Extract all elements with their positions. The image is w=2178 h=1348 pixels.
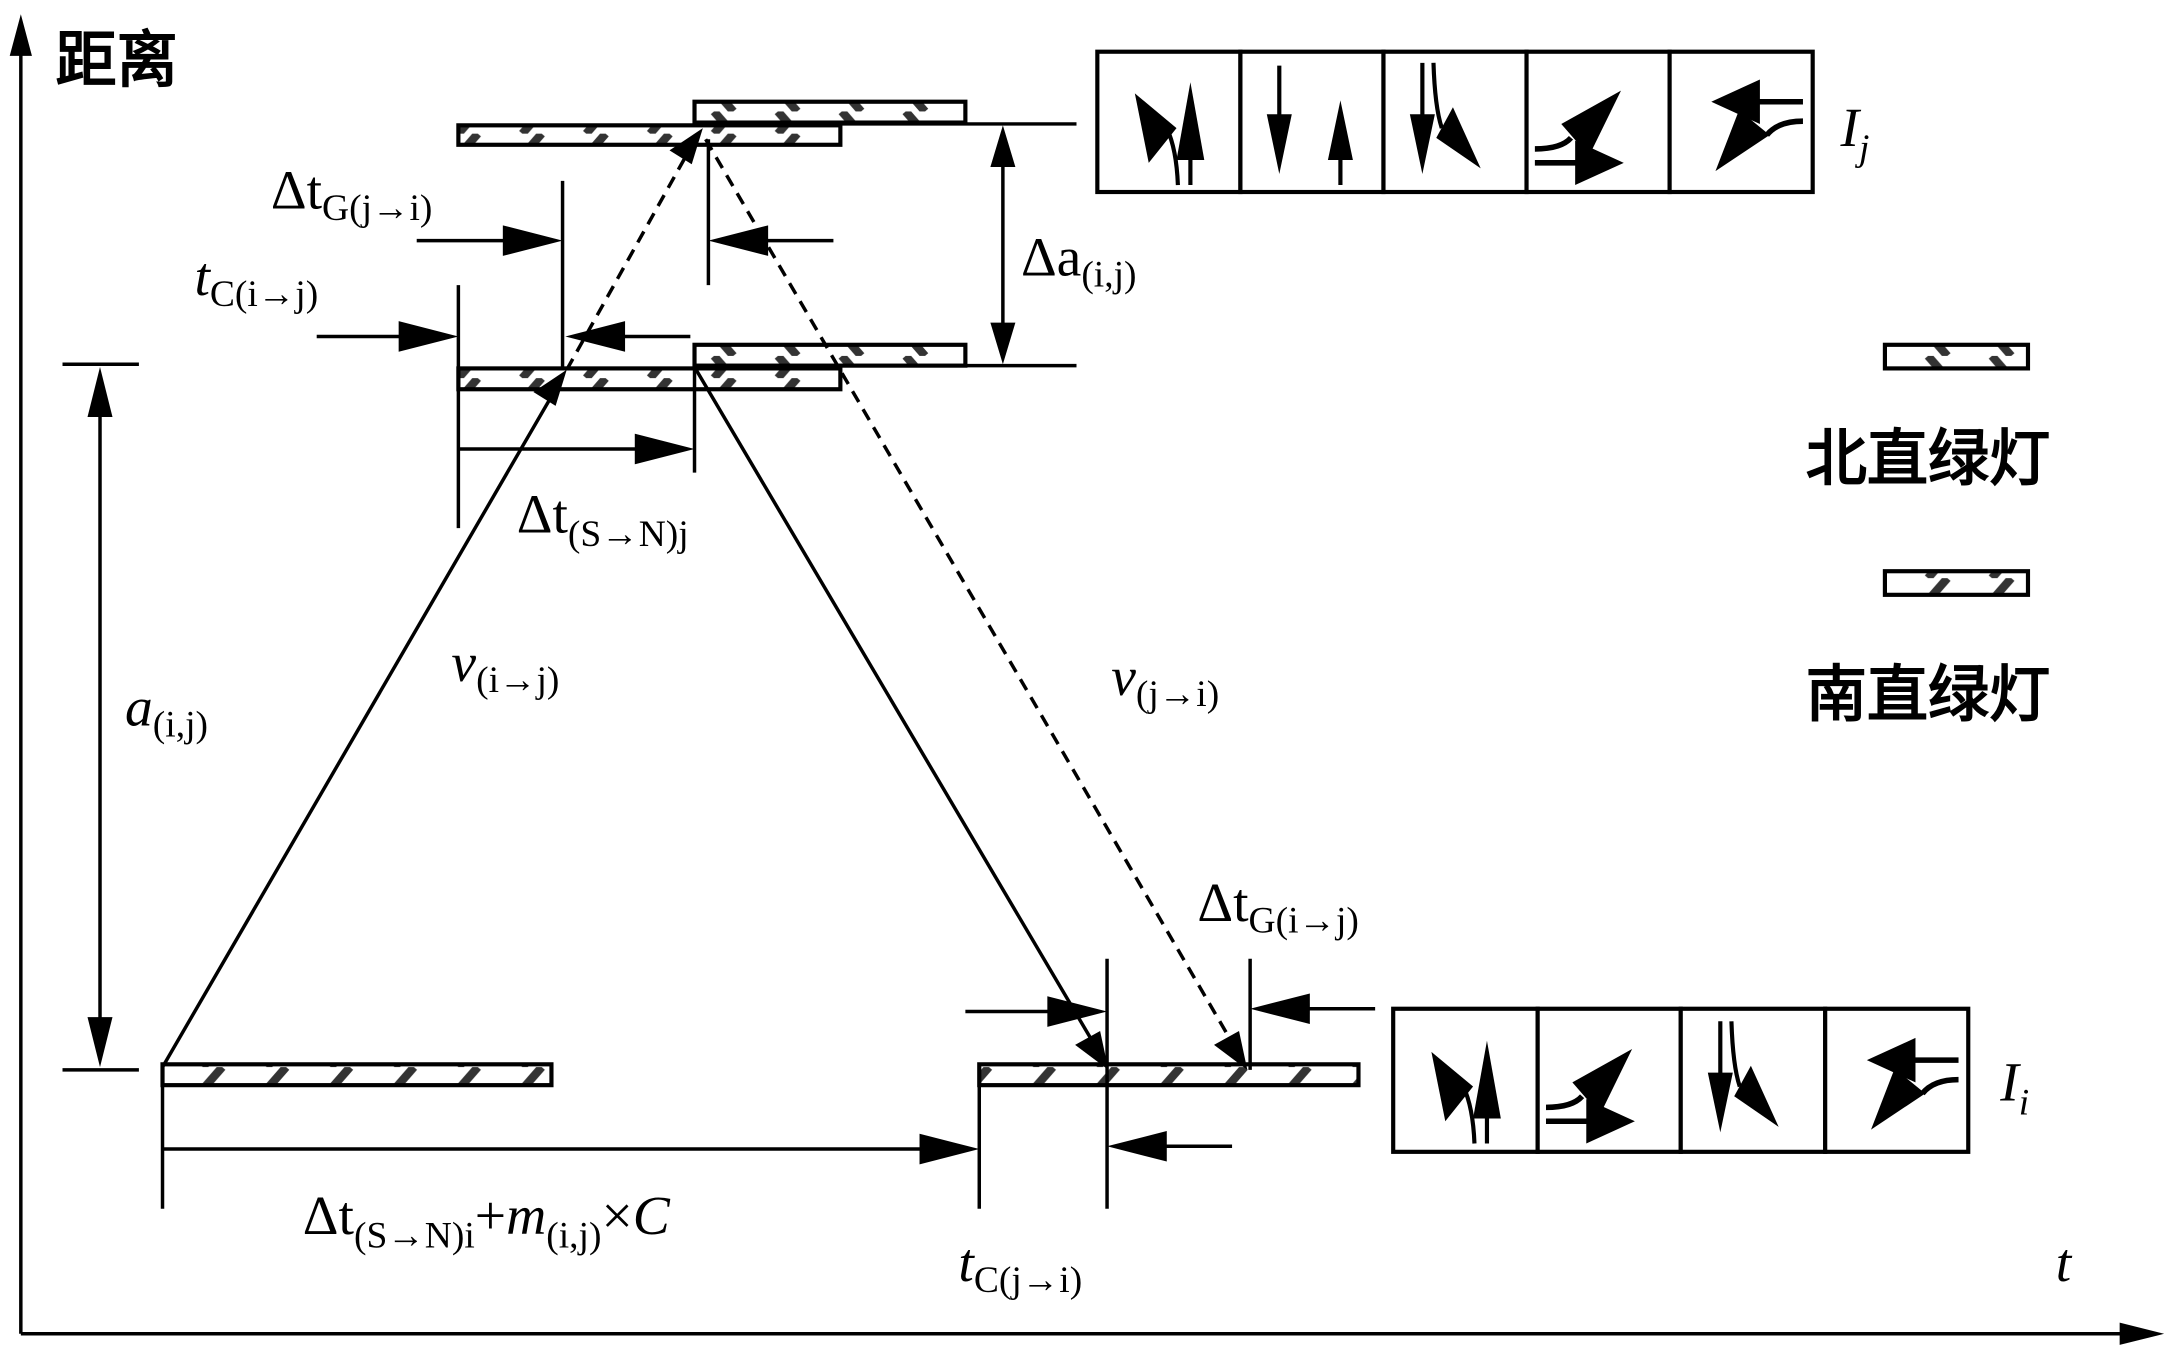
legend-north-swatch xyxy=(1882,342,2031,371)
south-green-bar-mid xyxy=(456,366,843,392)
label-offset: Δt(S→N)i+m(i,j)×C xyxy=(303,1185,671,1257)
legend-south-swatch xyxy=(1882,569,2031,597)
legend: 北直绿灯 南直绿灯 xyxy=(1806,342,2050,731)
label-a-ij: a(i,j) xyxy=(125,676,208,745)
phase-sequence-ii xyxy=(1391,1006,1971,1154)
y-axis-label: 距离 xyxy=(56,25,178,96)
phase-sequence-ij xyxy=(1095,49,1815,195)
x-axis-label: t xyxy=(2056,1232,2073,1294)
label-v-ij: v(i→j) xyxy=(451,632,559,701)
a-ij-dimension xyxy=(62,362,139,1072)
y-axis xyxy=(9,14,32,1334)
legend-north-label: 北直绿灯 xyxy=(1806,424,2050,495)
label-dtsn-j: Δt(S→N)j xyxy=(517,483,689,555)
label-dtg-ij: ΔtG(i→j) xyxy=(1197,872,1359,941)
trajectory-i-to-j xyxy=(161,128,703,1068)
intersection-i-label: Ii xyxy=(1999,1051,2029,1123)
label-da-ij: Δa(i,j) xyxy=(1021,226,1137,295)
y-axis-arrow-icon xyxy=(9,14,32,56)
x-axis-arrow-icon xyxy=(2119,1322,2165,1345)
legend-south-label: 南直绿灯 xyxy=(1806,660,2050,731)
north-green-bar-upper xyxy=(692,99,968,125)
delta-a-dimension xyxy=(990,125,1016,365)
x-axis xyxy=(20,1322,2165,1345)
green-bar-i-1 xyxy=(160,1062,554,1088)
label-tc-ji: tC(j→i) xyxy=(958,1232,1082,1301)
south-green-bar-upper xyxy=(456,123,843,147)
label-v-ji: v(j→i) xyxy=(1111,646,1219,715)
north-green-bar-mid xyxy=(692,342,968,368)
label-dtg-ji: ΔtG(j→i) xyxy=(271,160,433,229)
intersection-j-label: Ij xyxy=(1839,97,1869,169)
trajectory-j-to-i xyxy=(693,138,1248,1070)
label-tc-ij: tC(i→j) xyxy=(194,246,318,315)
green-bar-i-2 xyxy=(977,1062,1361,1088)
